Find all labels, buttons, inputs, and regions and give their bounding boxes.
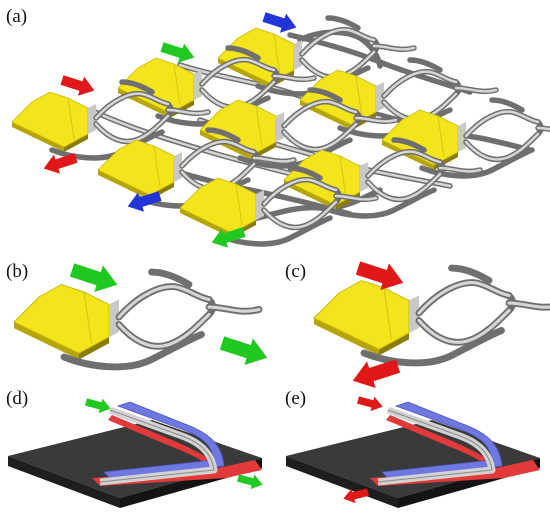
device-unit-b: [14, 272, 259, 367]
panel-label-c: (c): [285, 261, 306, 282]
layered-strip-d: [8, 394, 265, 508]
substrate: [8, 420, 262, 498]
red-arrow-icon: [356, 392, 385, 414]
panel-label-e: (e): [285, 388, 306, 409]
red-arrow-icon: [58, 70, 98, 101]
red-strip: [370, 415, 540, 486]
device-array: [12, 7, 550, 253]
green-arrow-icon: [84, 394, 113, 416]
panel-label-b: (b): [6, 261, 28, 282]
device-unit-6: [382, 100, 550, 176]
device-unit-c: [314, 268, 550, 363]
red-strip: [92, 415, 262, 486]
green-arrow-icon: [217, 329, 272, 372]
panel-label-a: (a): [6, 6, 27, 27]
single-device-c: [314, 254, 550, 395]
panel-label-d: (d): [6, 388, 28, 409]
substrate: [286, 420, 540, 498]
layered-strip-e: [286, 392, 540, 508]
single-device-b: [14, 256, 272, 372]
